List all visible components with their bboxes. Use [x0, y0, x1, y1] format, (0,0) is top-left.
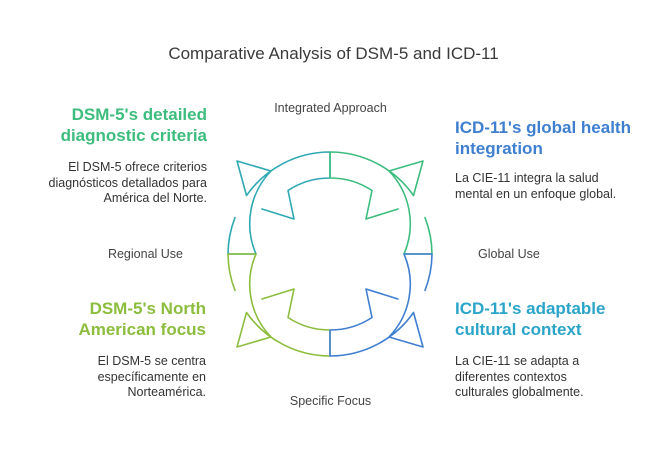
- quadrant-bottom-right: ICD-11's adaptable cultural context La C…: [455, 298, 660, 401]
- desc-line: culturales globalmente.: [455, 385, 584, 399]
- desc-line: mental en un enfoque global.: [455, 186, 617, 201]
- axis-label-top: Integrated Approach: [274, 101, 387, 115]
- desc-line: La CIE-11 integra la salud: [455, 171, 599, 185]
- desc-line: diferentes contextos: [455, 369, 567, 384]
- quadrant-bottom-left: DSM-5's North American focus El DSM-5 se…: [20, 298, 206, 401]
- axis-label-right: Global Use: [478, 247, 540, 261]
- quadrant-top-left: DSM-5's detailed diagnostic criteria El …: [20, 104, 207, 207]
- quadrant-top-right-heading: ICD-11's global health integration: [455, 117, 660, 159]
- quadrant-bottom-right-heading: ICD-11's adaptable cultural context: [455, 298, 660, 340]
- desc-line: específicamente en: [97, 369, 206, 384]
- desc-line: Norteamérica.: [127, 385, 207, 399]
- ring-segment-top-left: [227, 151, 331, 255]
- desc-line: América del Norte.: [103, 191, 207, 205]
- desc-line: La CIE-11 se adapta a: [455, 354, 580, 368]
- quadrant-bottom-left-heading: DSM-5's North American focus: [20, 298, 206, 340]
- heading-line: cultural context: [455, 320, 582, 339]
- heading-line: diagnostic criteria: [60, 126, 207, 145]
- quadrant-top-right: ICD-11's global health integration La CI…: [455, 117, 660, 202]
- heading-line: integration: [455, 139, 543, 158]
- quadrant-bottom-right-description: La CIE-11 se adapta a diferentes context…: [455, 354, 660, 401]
- axis-label-bottom: Specific Focus: [289, 394, 372, 408]
- quadrant-bottom-left-description: El DSM-5 se centra específicamente en No…: [20, 354, 206, 401]
- desc-line: El DSM-5 ofrece criterios: [68, 160, 207, 174]
- heading-line: ICD-11's global health: [455, 118, 631, 137]
- heading-line: ICD-11's adaptable: [455, 299, 606, 318]
- ring-segment-top-right: [329, 151, 433, 255]
- desc-line: diagnósticos detallados para: [48, 175, 207, 190]
- desc-line: El DSM-5 se centra: [97, 354, 206, 368]
- quadrant-top-left-heading: DSM-5's detailed diagnostic criteria: [20, 104, 207, 146]
- ring-segment-bottom-right: [329, 253, 433, 357]
- quadrant-top-left-description: El DSM-5 ofrece criterios diagnósticos d…: [20, 160, 207, 207]
- heading-line: DSM-5's detailed: [71, 105, 207, 124]
- heading-line: DSM-5's North: [89, 299, 206, 318]
- quadrant-top-right-description: La CIE-11 integra la salud mental en un …: [455, 171, 660, 202]
- diagram-title: Comparative Analysis of DSM-5 and ICD-11: [168, 44, 499, 63]
- ring-segment-bottom-left: [227, 253, 331, 357]
- axis-label-left: Regional Use: [107, 247, 183, 261]
- heading-line: American focus: [78, 320, 206, 339]
